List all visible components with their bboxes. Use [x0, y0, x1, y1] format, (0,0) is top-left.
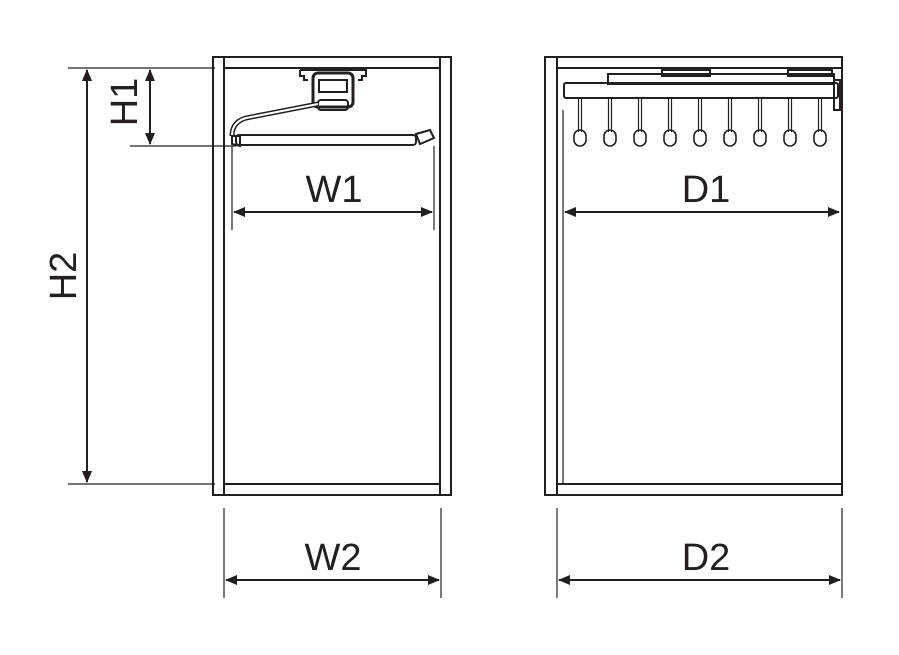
hanger-hook-icon — [723, 98, 737, 147]
side-view-cabinet — [544, 56, 843, 496]
h1-dimension: H1 — [104, 69, 236, 147]
d2-label: D2 — [682, 537, 731, 579]
d2-dimension: D2 — [556, 508, 843, 598]
hanger-hooks — [573, 98, 827, 147]
h1-label: H1 — [104, 78, 146, 127]
front-view-cabinet — [212, 56, 452, 496]
h2-label: H2 — [43, 252, 85, 301]
pull-out-trouser-rack — [229, 69, 436, 148]
hanger-hook-icon — [813, 98, 827, 147]
side-view-rack — [563, 69, 841, 147]
w2-dimension: W2 — [223, 508, 442, 598]
w2-label: W2 — [305, 537, 362, 579]
w1-label: W1 — [306, 169, 363, 211]
hanger-hook-icon — [693, 98, 707, 147]
hanger-hook-icon — [753, 98, 767, 147]
hanger-hook-icon — [783, 98, 797, 147]
hanger-hook-icon — [573, 98, 587, 147]
d1-label: D1 — [682, 169, 731, 211]
h2-dimension: H2 — [43, 67, 215, 485]
hanger-hook-icon — [633, 98, 647, 147]
hanger-hook-icon — [663, 98, 677, 147]
w1-dimension: W1 — [231, 146, 435, 230]
d1-dimension: D1 — [564, 169, 840, 217]
hanger-hook-icon — [603, 98, 617, 147]
